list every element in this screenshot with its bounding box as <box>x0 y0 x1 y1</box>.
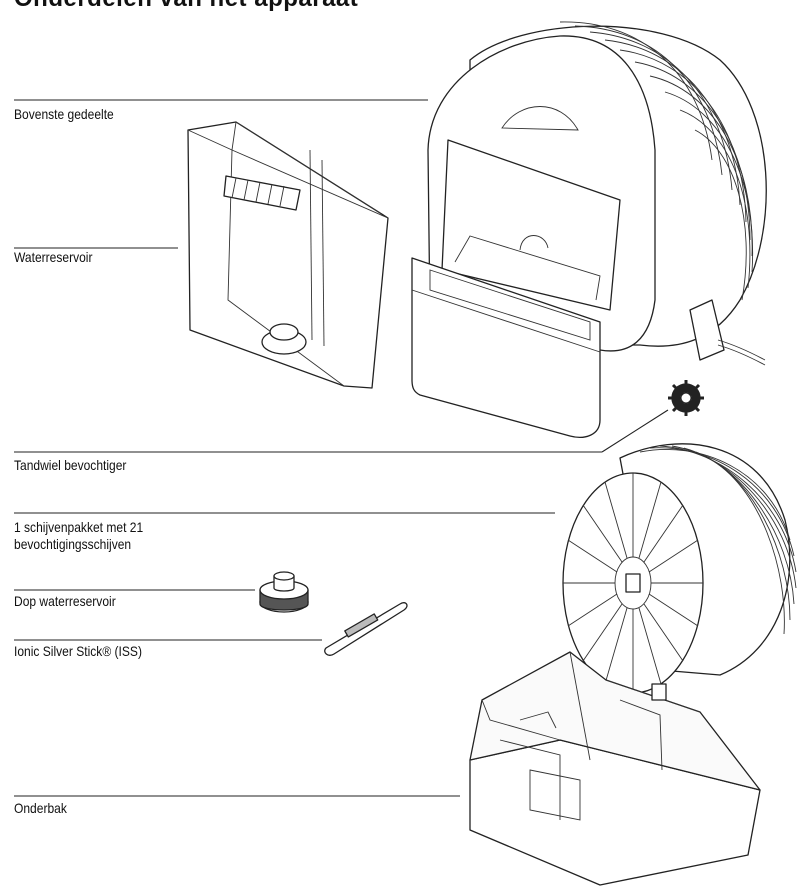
iss-stick-illustration <box>324 602 408 656</box>
label-iss: Ionic Silver Stick® (ISS) <box>14 643 142 659</box>
label-water-tank: Waterreservoir <box>14 249 93 265</box>
gear-illustration <box>668 380 704 416</box>
label-disc-pack-line1: 1 schijvenpakket met 21 <box>14 519 144 535</box>
label-gear: Tandwiel bevochtiger <box>14 457 127 473</box>
label-disc-pack-line2: bevochtigingsschijven <box>14 536 132 552</box>
label-base: Onderbak <box>14 800 67 816</box>
diagram-heading: Onderdelen van het apparaat <box>14 0 358 13</box>
label-tank-cap: Dop waterreservoir <box>14 593 116 609</box>
base-illustration <box>469 651 761 886</box>
water-tank-illustration <box>187 121 389 389</box>
disc-pack-illustration <box>562 443 797 694</box>
tank-cap-illustration <box>259 571 309 613</box>
upper-part-illustration <box>411 21 767 438</box>
label-upper-part: Bovenste gedeelte <box>14 106 114 122</box>
leader-lines <box>14 99 669 797</box>
